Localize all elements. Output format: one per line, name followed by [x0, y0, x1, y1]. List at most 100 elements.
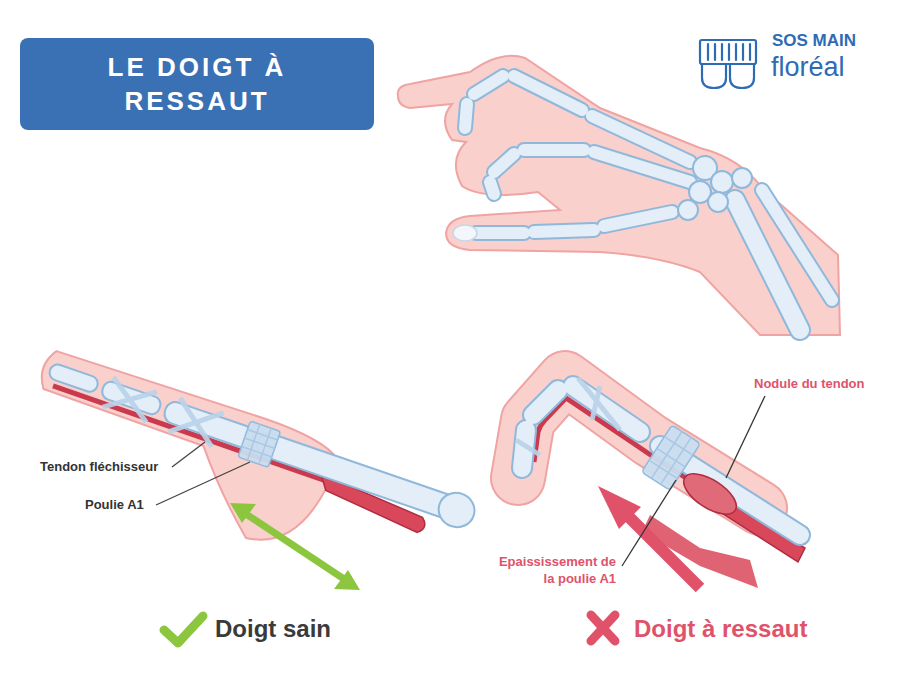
glide-arrow-part — [246, 514, 344, 579]
healthy-finger-part-part — [242, 447, 272, 457]
leader-line-part — [156, 462, 250, 505]
healthy-finger-part-part — [47, 362, 99, 393]
hand-skeleton-part-part — [465, 76, 832, 300]
trigger-finger-part-part — [641, 425, 700, 490]
hand-skeleton — [398, 56, 840, 335]
trigger-finger-part-part — [522, 386, 800, 535]
hand-skeleton-part-part-part — [494, 154, 514, 172]
logo-wordmark: floréal — [771, 52, 845, 82]
callout-label: Epaississement de la poulie A1 — [490, 553, 616, 587]
hand-skeleton-part-part-part — [465, 104, 467, 128]
trigger-finger-part — [626, 514, 700, 588]
hand-skeleton-part-part-part — [762, 190, 832, 300]
logo-icon-part — [707, 44, 709, 60]
check-icon — [164, 616, 203, 643]
hand-skeleton-part-part-part — [594, 152, 690, 182]
hand-skeleton-part-part — [708, 192, 728, 212]
logo-icon-part — [730, 64, 754, 88]
logo-wordmark: SOS MAIN — [772, 30, 856, 51]
glide-arrow-part — [230, 503, 256, 523]
hand-skeleton-part-part-part — [514, 76, 582, 110]
hand-skeleton-part — [465, 76, 832, 330]
hand-skeleton-part-part-part — [476, 227, 524, 239]
part-label: Poulie A1 — [85, 497, 144, 513]
cross-icon-part — [591, 615, 615, 641]
leader-line-part — [622, 480, 676, 566]
logo-icon-part — [749, 44, 751, 60]
trigger-finger-part-part-part — [533, 390, 558, 415]
logo-icon-part — [742, 44, 744, 60]
healthy-finger-part-part — [259, 428, 271, 464]
hand-skeleton-part — [678, 156, 752, 220]
hand-skeleton-part-part-part — [490, 182, 494, 194]
glide-arrow — [230, 503, 360, 590]
trigger-finger-part-part — [651, 431, 681, 478]
title-text: LE DOIGT À RESSAUT — [50, 50, 344, 118]
hand-skeleton-part-part-part — [514, 76, 582, 110]
part-label: Tendon fléchisseur — [40, 459, 158, 475]
healthy-finger — [12, 345, 481, 606]
leader-line — [622, 396, 765, 566]
logo-icon-part — [721, 44, 723, 60]
hand-skeleton-part-part-part — [524, 142, 584, 158]
legend-text: Doigt sain — [215, 614, 331, 644]
trigger-finger-part-part-part — [573, 386, 640, 432]
trigger-finger-part — [641, 425, 700, 490]
hand-skeleton-part-part-part — [474, 76, 503, 94]
logo-icon-part — [728, 44, 730, 60]
trigger-finger-part-part — [578, 378, 620, 430]
hand-skeleton-part — [453, 225, 477, 241]
glide-arrow-part — [334, 570, 360, 590]
hand-skeleton-part-part-part — [604, 212, 672, 226]
hand-skeleton-part-part — [465, 76, 832, 300]
healthy-finger-part-part — [103, 377, 157, 422]
hand-skeleton-part-part — [732, 168, 752, 188]
trigger-finger-part-part-part — [533, 390, 558, 415]
healthy-finger-part-part — [254, 430, 460, 521]
healthy-finger-part — [238, 421, 281, 467]
hand-skeleton-part-part — [711, 171, 733, 193]
hand-skeleton-part-part — [678, 200, 698, 220]
trigger-finger-part — [598, 486, 641, 529]
hand-skeleton-part-part-part — [762, 190, 832, 300]
trigger-finger-part — [677, 466, 743, 522]
title-banner: LE DOIGT À RESSAUT — [20, 38, 374, 130]
hand-skeleton-part-part-part — [465, 104, 467, 128]
hand-skeleton-part-part-part — [474, 76, 503, 94]
logo-icon-part — [714, 44, 716, 60]
hand-skeleton-part-part-part — [476, 225, 524, 241]
hand-skeleton-part-part-part — [534, 230, 594, 232]
leader-line-part — [172, 442, 205, 467]
healthy-finger-part-part — [168, 398, 223, 447]
hand-skeleton-part-part-part — [494, 154, 514, 172]
healthy-finger-part — [102, 375, 223, 447]
cross-icon — [591, 615, 615, 641]
healthy-finger-part — [238, 421, 281, 467]
hand-skeleton-part-part-part — [524, 144, 584, 156]
callout-label: Nodule du tendon — [754, 376, 864, 392]
leader-line-part — [726, 396, 765, 478]
trigger-finger-part-part — [516, 440, 540, 455]
healthy-finger-part — [44, 354, 479, 532]
trigger-finger-part-part — [522, 386, 800, 535]
trigger-finger-part — [516, 378, 620, 455]
hand-skeleton-part-part-part — [490, 182, 494, 194]
trigger-finger-part — [522, 386, 800, 535]
healthy-finger-part-part — [168, 398, 223, 447]
hand-skeleton-part — [398, 56, 840, 335]
logo-icon — [700, 40, 756, 88]
trigger-finger-part-part-part — [522, 430, 526, 468]
trigger-finger-part-part-part — [522, 430, 526, 468]
legend-text: Doigt à ressaut — [634, 614, 807, 644]
logo-icon-part — [702, 64, 726, 88]
trigger-finger-part-part — [661, 437, 691, 484]
healthy-finger-part-part — [247, 424, 259, 460]
healthy-finger-part-part — [244, 438, 274, 448]
healthy-finger-part-part — [247, 430, 277, 440]
logo-icon-part — [700, 40, 756, 64]
leader-line — [156, 442, 250, 505]
cross-icon-part — [591, 615, 615, 641]
healthy-finger-part-part — [434, 488, 479, 532]
hand-skeleton-part-part-part — [534, 230, 594, 232]
trigger-finger-part-part-part — [573, 386, 640, 432]
